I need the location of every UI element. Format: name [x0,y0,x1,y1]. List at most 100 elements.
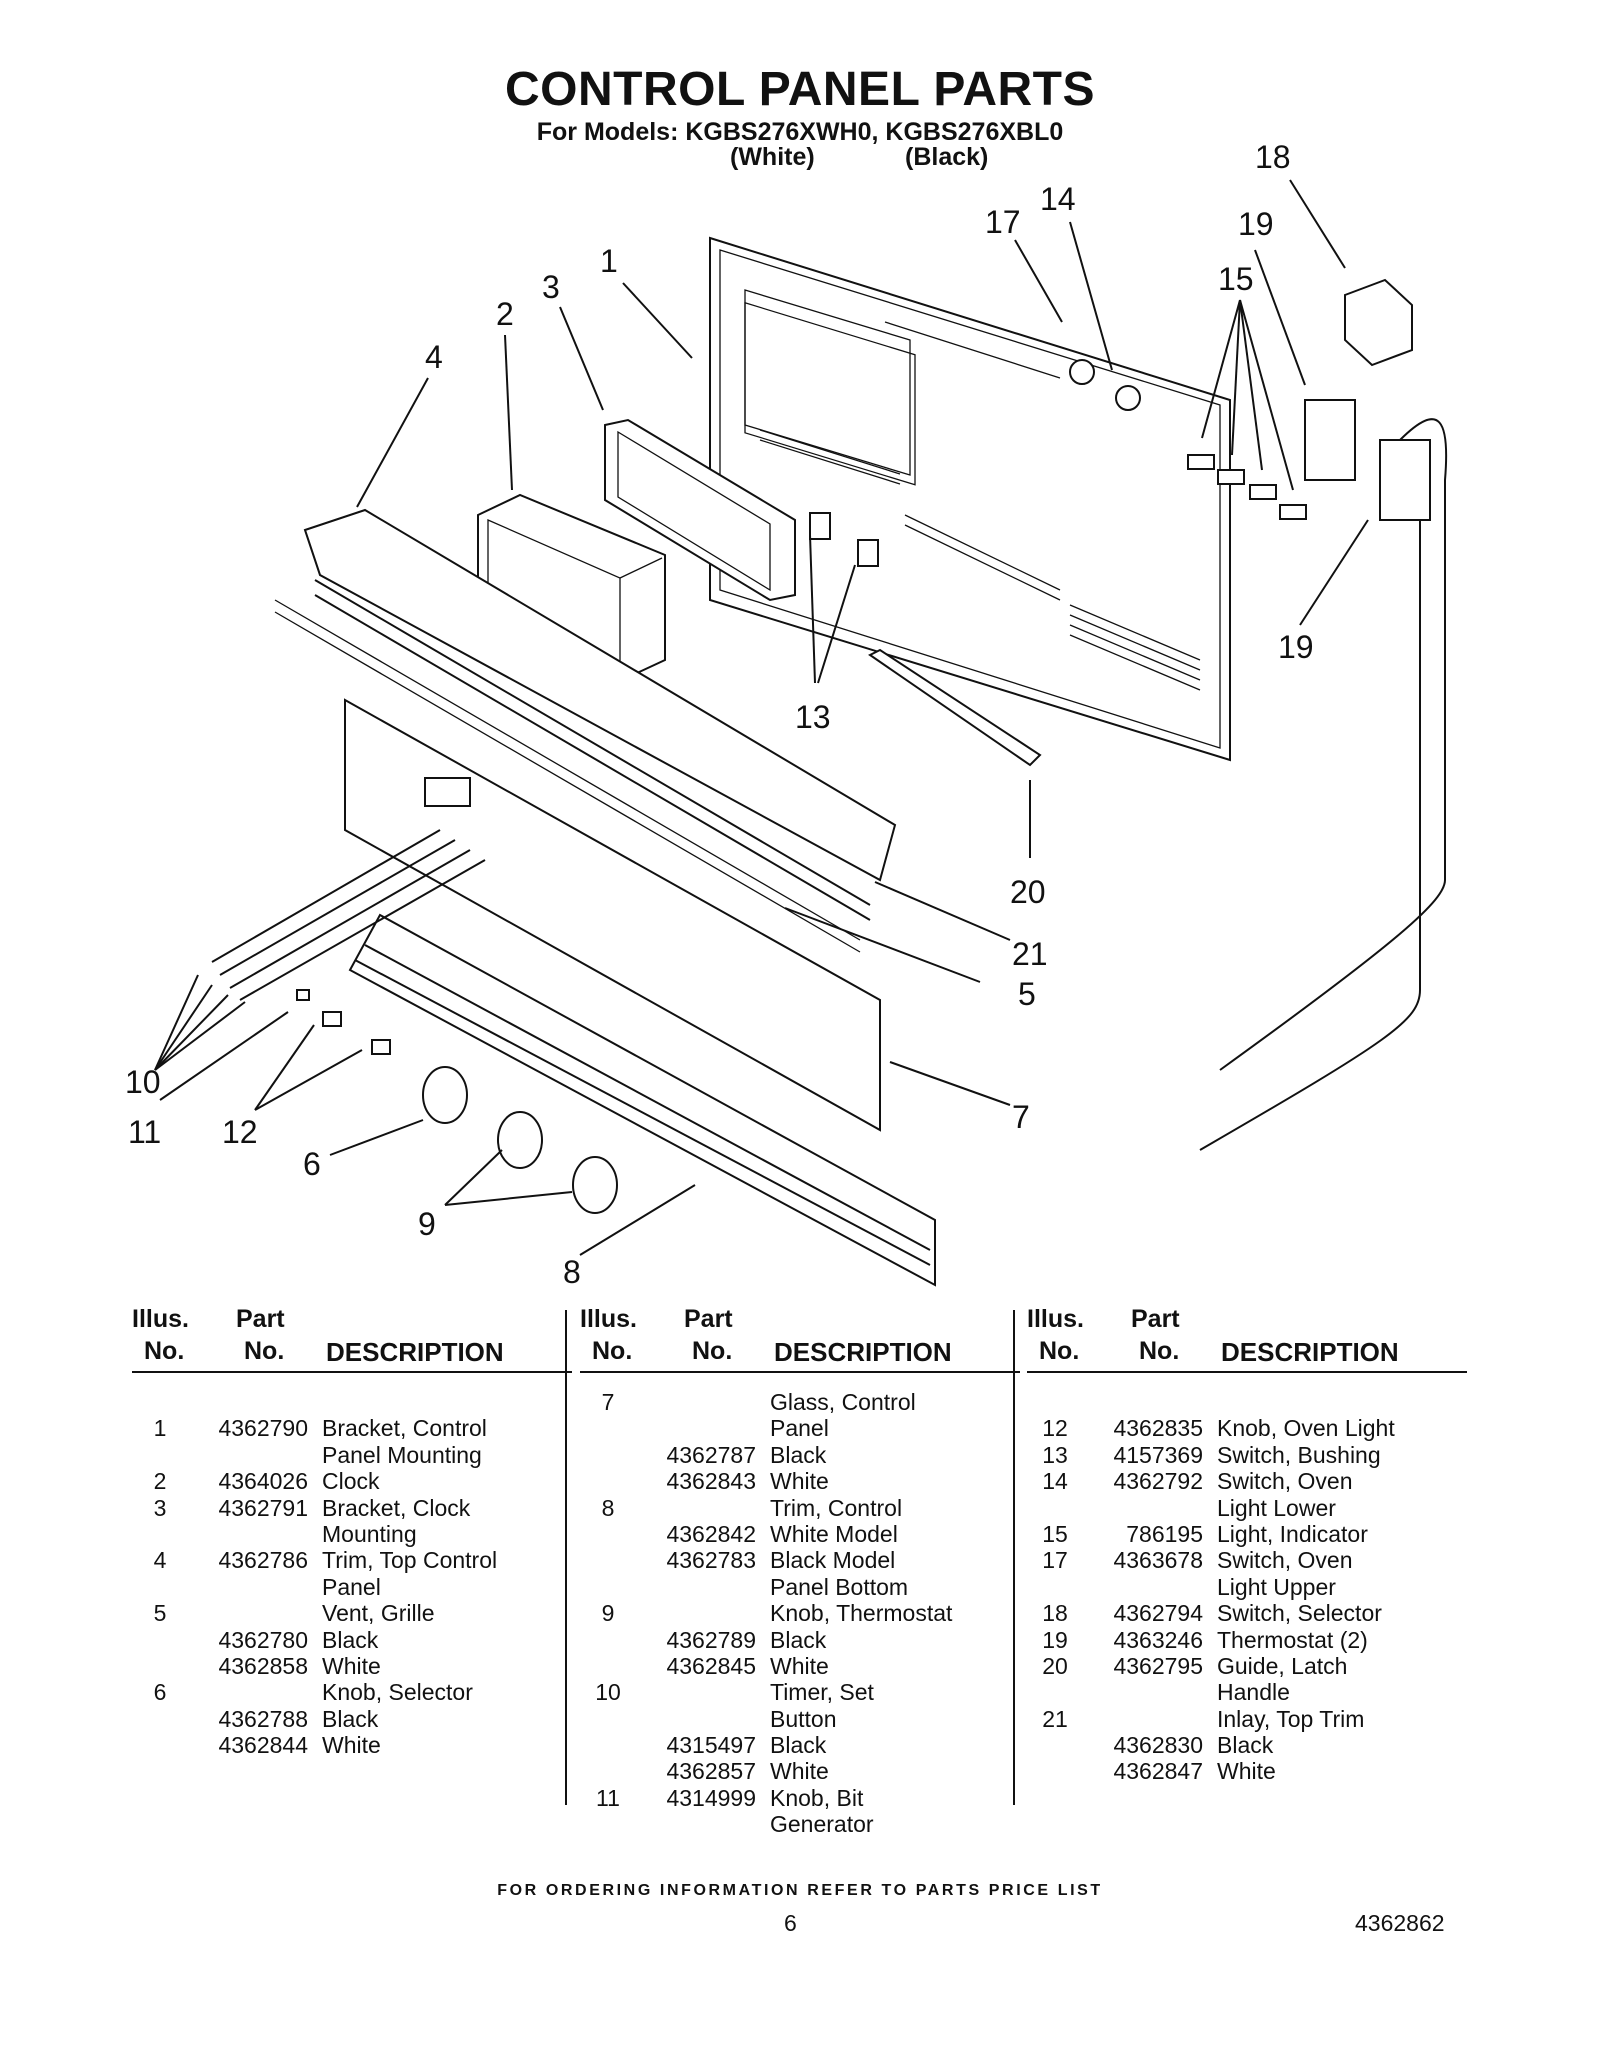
table-row: Mounting [132,1521,572,1547]
table-header: Illus. No. Part No. DESCRIPTION [580,1305,1020,1373]
part-description: Light Lower [1217,1494,1336,1521]
part-description: Panel [322,1573,381,1600]
callout-7: 7 [1012,1099,1030,1135]
callout-leaders [154,179,1369,1256]
callout-12: 12 [222,1114,258,1150]
illus-number: 19 [1042,1626,1068,1653]
part-switch-bushing-2 [857,539,879,567]
part-number: 4362794 [1113,1600,1203,1627]
part-description: Bracket, Clock [322,1494,471,1521]
parts-table-column-2: Illus. No. Part No. DESCRIPTION 7 Glass, … [580,1305,1020,1838]
illus-number: 21 [1042,1705,1068,1732]
header-description: DESCRIPTION [774,1337,952,1367]
table-row: 4362844 White [132,1732,572,1758]
part-number: 4362788 [218,1705,308,1732]
part-number: 4362843 [666,1468,756,1495]
callout-4: 4 [425,339,443,375]
part-knob-thermostat-1 [497,1111,543,1169]
illus-number: 3 [153,1494,167,1521]
header-illus: Illus. [132,1305,189,1333]
part-description: Button [770,1705,837,1732]
part-number: 4364026 [218,1468,308,1495]
part-description: Light Upper [1217,1573,1336,1600]
part-description: Glass, Control [770,1389,916,1415]
part-description: Black Model [770,1547,896,1574]
part-description: Handle [1217,1679,1290,1706]
callout-11: 11 [128,1114,161,1150]
part-number: 4362857 [666,1758,756,1785]
part-description: Trim, Top Control [322,1547,498,1574]
table-row: Light Upper [1027,1574,1467,1600]
part-description: Black [1217,1732,1274,1759]
table-row: Panel Mounting [132,1442,572,1468]
header-description: DESCRIPTION [1221,1337,1399,1367]
table-row: Light Lower [1027,1495,1467,1521]
part-description: Knob, Selector [322,1679,473,1706]
part-description: White [322,1732,381,1759]
part-number: 4362780 [218,1626,308,1653]
part-description: White [770,1652,829,1679]
part-trim-control-panel-bottom [348,913,936,1287]
callout-2: 2 [496,296,514,332]
table-row: Button [580,1706,1020,1732]
illus-number: 5 [153,1600,167,1627]
variant-black-label: (Black) [905,143,989,171]
table-header: Illus. No. Part No. DESCRIPTION [1027,1305,1467,1373]
part-number: 4362847 [1113,1758,1203,1785]
callout-15: 15 [1218,261,1254,297]
part-number: 4362844 [218,1732,308,1759]
header-part-no: No. [692,1337,733,1365]
illus-number: 10 [595,1679,621,1706]
part-number: 4362835 [1113,1415,1203,1442]
part-description: White [770,1468,829,1495]
callout-10: 10 [125,1064,161,1100]
illus-number: 1 [153,1415,167,1442]
page-number: 6 [784,1910,797,1936]
illus-number: 14 [1042,1468,1068,1495]
column-divider [565,1310,567,1805]
part-description: Switch, Oven [1217,1547,1353,1574]
model-subtitle: For Models: KGBS276XWH0, KGBS276XBL0 [536,118,1064,146]
part-number: 4362842 [666,1520,756,1547]
part-number: 4362791 [218,1494,308,1521]
illus-number: 2 [153,1468,167,1495]
part-description: Clock [322,1468,380,1495]
page-title: CONTROL PANEL PARTS [505,63,1095,116]
part-description: White [1217,1758,1276,1785]
part-description: Black [770,1626,827,1653]
callout-6: 6 [303,1146,321,1182]
table-row [132,1389,572,1415]
illus-number: 7 [601,1389,615,1415]
ordering-note: FOR ORDERING INFORMATION REFER TO PARTS … [497,1882,1103,1899]
part-knob-oven-light-1 [322,1011,342,1027]
illus-number: 9 [601,1600,615,1627]
part-description: Knob, Oven Light [1217,1415,1395,1442]
part-knob-thermostat-2 [572,1156,618,1214]
part-number: 4362787 [666,1441,756,1468]
part-number: 4362792 [1113,1468,1203,1495]
part-switch-selector [1344,278,1413,367]
table-row: Generator [580,1811,1020,1837]
part-number: 786195 [1126,1520,1203,1547]
illus-number: 18 [1042,1600,1068,1627]
callout-14: 14 [1040,181,1076,217]
part-description: Switch, Bushing [1217,1441,1381,1468]
part-description: Timer, Set [770,1679,874,1706]
illus-number: 20 [1042,1652,1068,1679]
table-row: Handle [1027,1679,1467,1705]
thermostat-capillary-1 [1219,418,1448,1071]
illus-number: 13 [1042,1441,1068,1468]
header-part: Part [236,1305,285,1333]
part-description: Bracket, Control [322,1415,487,1442]
